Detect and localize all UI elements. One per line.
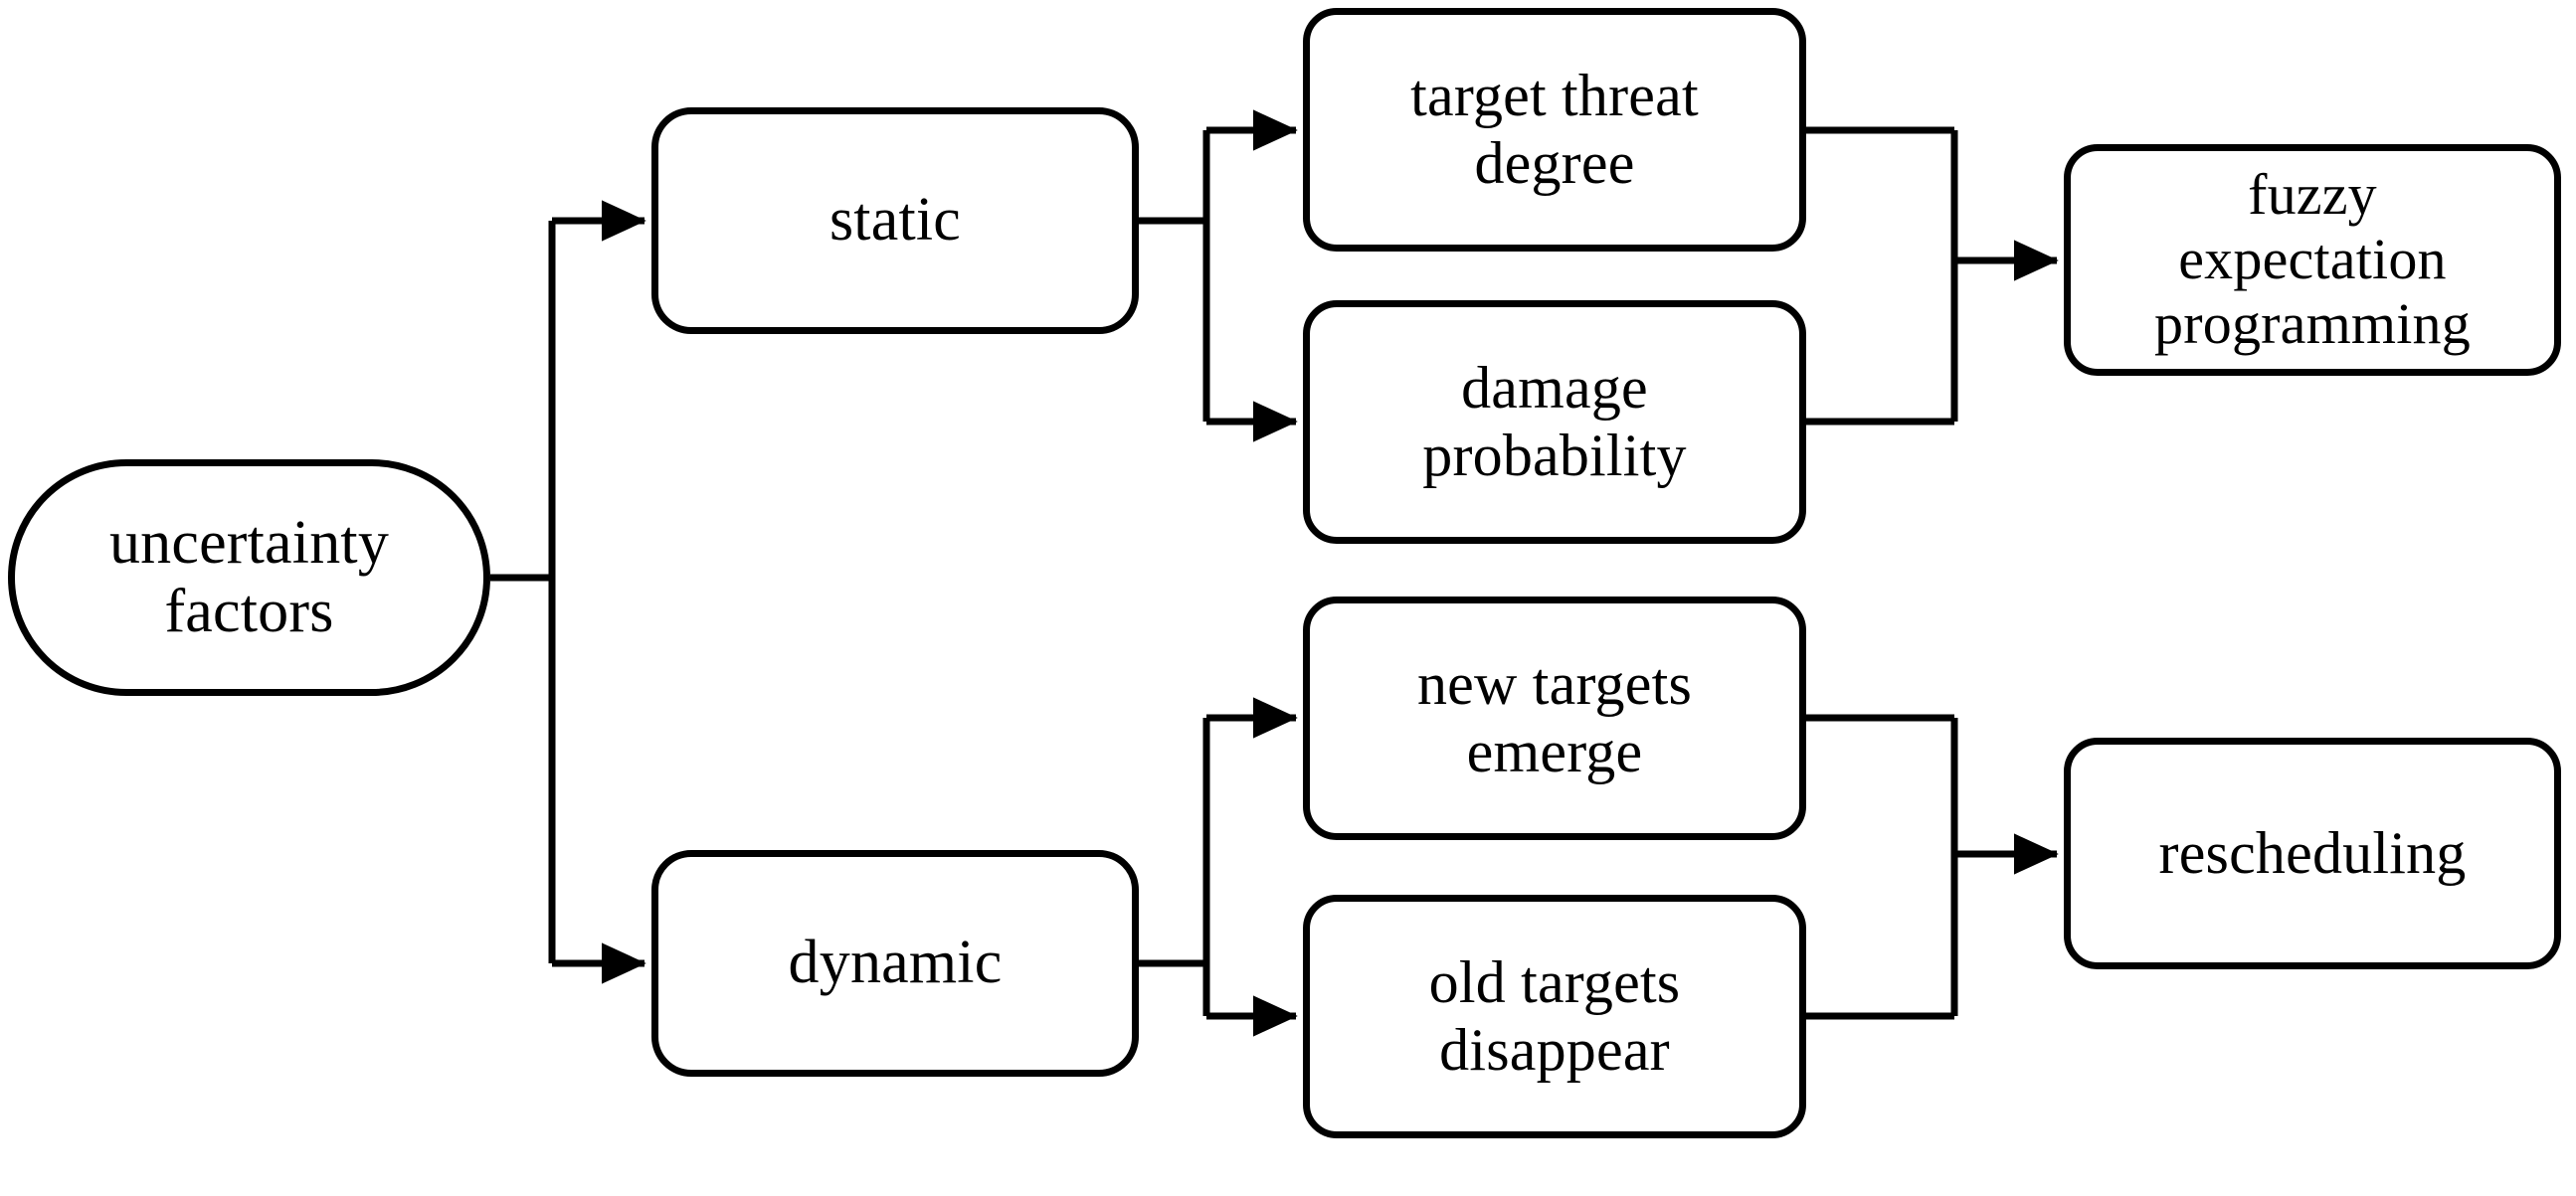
node-damage-probability[interactable]: damage probability	[1303, 300, 1806, 544]
node-target-threat-degree-label: target threat degree	[1410, 63, 1699, 196]
node-uncertainty-factors-label: uncertainty factors	[108, 508, 390, 645]
node-dynamic-label: dynamic	[788, 929, 1003, 997]
node-uncertainty-factors[interactable]: uncertainty factors	[8, 459, 490, 696]
node-dynamic[interactable]: dynamic	[651, 850, 1139, 1077]
node-rescheduling-label: rescheduling	[2158, 819, 2467, 886]
node-old-targets-disappear[interactable]: old targets disappear	[1303, 895, 1806, 1138]
node-fuzzy-expectation-programming-label: fuzzy expectation programming	[2154, 162, 2471, 356]
node-fuzzy-expectation-programming[interactable]: fuzzy expectation programming	[2064, 144, 2561, 376]
node-rescheduling[interactable]: rescheduling	[2064, 738, 2561, 969]
node-static-label: static	[828, 186, 962, 255]
node-new-targets-emerge[interactable]: new targets emerge	[1303, 597, 1806, 840]
node-static[interactable]: static	[651, 107, 1139, 334]
node-new-targets-emerge-label: new targets emerge	[1416, 651, 1692, 784]
node-target-threat-degree[interactable]: target threat degree	[1303, 8, 1806, 252]
node-old-targets-disappear-label: old targets disappear	[1428, 949, 1681, 1083]
node-damage-probability-label: damage probability	[1422, 355, 1687, 488]
